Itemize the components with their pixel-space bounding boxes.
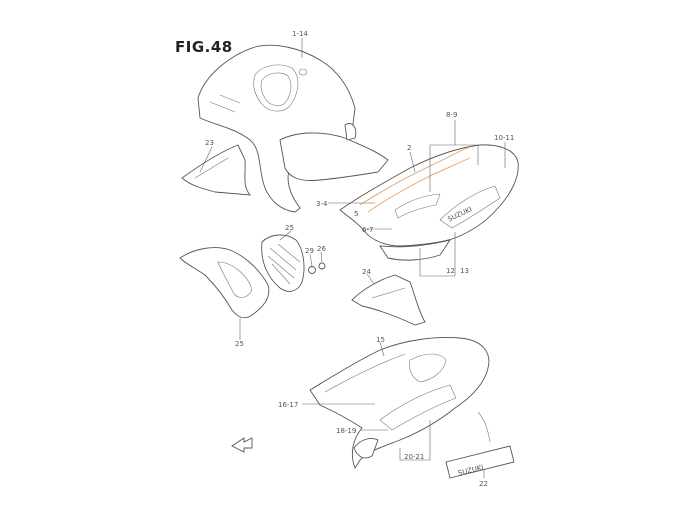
inner-panel-25[interactable]	[179, 247, 270, 319]
callout-label: 29	[305, 247, 314, 255]
callout-label: 20-21	[404, 453, 424, 461]
emblem-22[interactable]	[445, 445, 515, 479]
lower-fairing-tip[interactable]	[353, 437, 379, 459]
fairing-suzuki-decal	[439, 185, 501, 229]
leader-lines	[199, 38, 506, 478]
air-duct-25[interactable]	[261, 234, 305, 292]
callout-label: 26	[317, 245, 326, 253]
callout-label: 12	[446, 267, 455, 275]
lower-fairing-decal	[379, 384, 457, 431]
callout-label: 16-17	[278, 401, 298, 409]
panel-25-recess	[217, 261, 253, 298]
front-direction-arrow	[231, 437, 253, 453]
panel-23-crease	[194, 157, 229, 179]
bracket-24-edge	[371, 287, 406, 299]
lower-fairing-part[interactable]	[309, 337, 490, 470]
fairing-highlight-line-2	[367, 157, 471, 213]
callout-label: 10-11	[494, 134, 514, 142]
callout-label: 25	[285, 224, 294, 232]
cowl-window-inner	[260, 72, 292, 106]
cowl-edge-line	[209, 94, 241, 113]
emblem-arrow	[477, 411, 491, 443]
callout-label: 13	[460, 267, 469, 275]
bracket-24[interactable]	[351, 274, 426, 326]
callout-label: 1-14	[292, 30, 308, 38]
fastener-29[interactable]	[308, 266, 316, 274]
lower-fairing-crease	[324, 353, 406, 393]
figure-title: FIG.48	[175, 38, 233, 56]
callout-label: 3-4	[316, 200, 328, 208]
callout-label: 22	[479, 480, 488, 488]
cowl-lower-panel[interactable]	[279, 132, 389, 181]
callout-label: 5	[354, 210, 358, 218]
cowl-mount-hole	[298, 68, 308, 76]
fastener-26[interactable]	[318, 262, 326, 270]
callout-label: 8-9	[446, 111, 457, 119]
duct-mesh	[267, 243, 301, 285]
fairing-lower-extension[interactable]	[379, 239, 452, 261]
callout-label: 23	[205, 139, 214, 147]
cowl-window-outline	[253, 64, 299, 112]
fairing-vent	[394, 193, 441, 219]
lower-fairing-window	[409, 353, 447, 383]
callout-label: 2	[407, 144, 411, 152]
callout-label: 6-7	[362, 226, 373, 234]
inner-panel-23[interactable]	[181, 144, 252, 196]
callout-label: 18-19	[336, 427, 356, 435]
callout-label: 15	[376, 336, 385, 344]
callout-label: 24	[362, 268, 371, 276]
callout-label: 25	[235, 340, 244, 348]
cowl-vent-flap[interactable]	[344, 123, 357, 141]
